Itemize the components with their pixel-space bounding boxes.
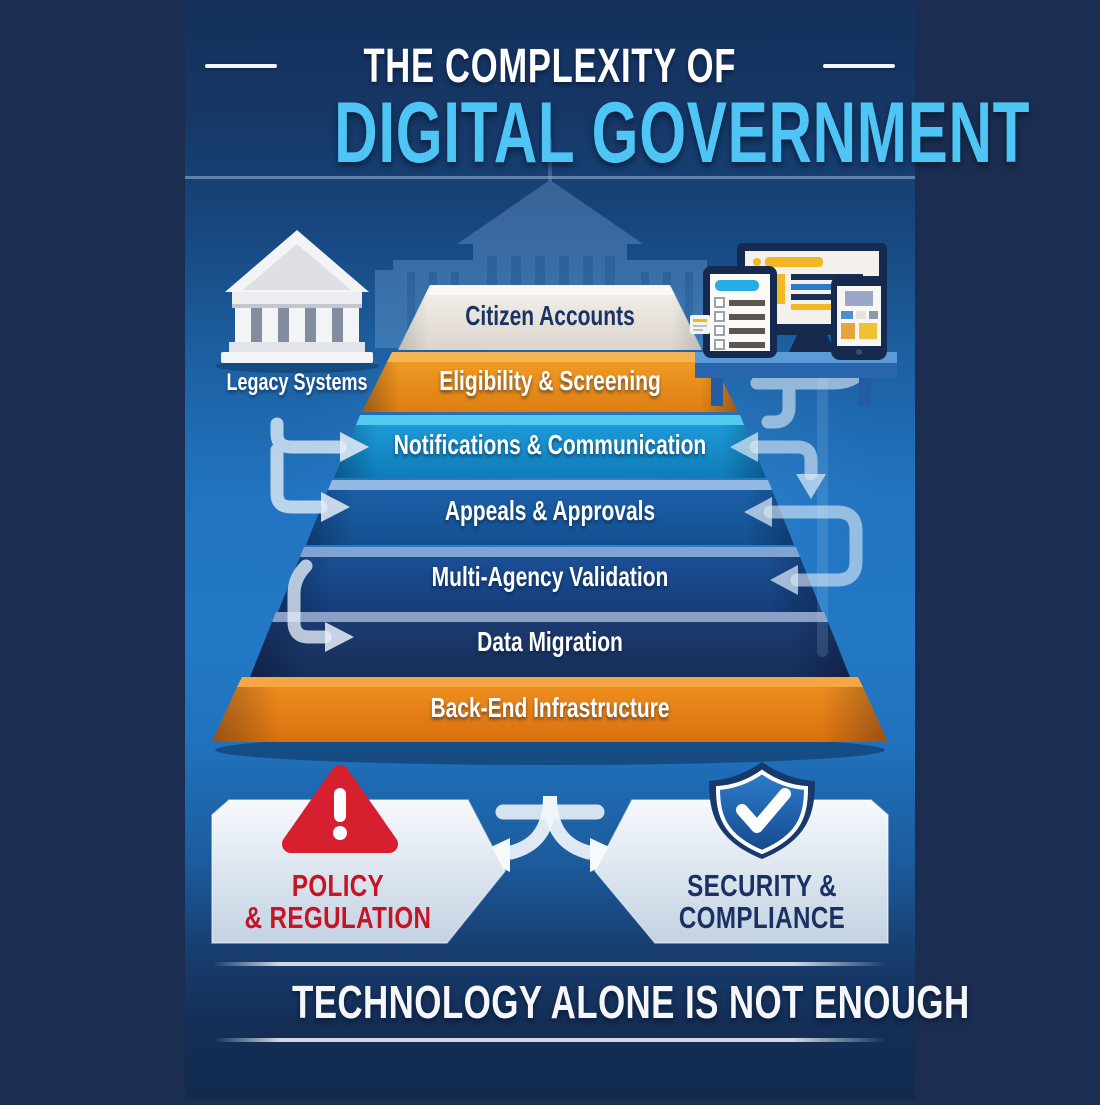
tablet-icon (703, 266, 777, 358)
pyramid-tier-back-end-infrastructure: Back-End Infrastructure (212, 677, 888, 742)
footer-tagline: TECHNOLOGY ALONE IS NOT ENOUGH (291, 976, 970, 1028)
tier-label: Appeals & Approvals (445, 496, 655, 527)
pyramid: Back-End Infrastructure Data Migration M… (212, 285, 888, 742)
shield-check-icon (709, 762, 815, 859)
tier-label: Notifications & Communication (394, 430, 706, 461)
pyramid-tier-eligibility-screening: Eligibility & Screening (362, 352, 738, 412)
infographic-poster: THE COMPLEXITY OF DIGITAL GOVERNMENT (185, 0, 1029, 1100)
right-flow-arrow-1 (749, 440, 818, 481)
pyramid-tier-appeals-approvals: Appeals & Approvals (306, 480, 794, 545)
tier-label: Multi-Agency Validation (432, 562, 669, 593)
left-flow-arrows (270, 417, 347, 644)
tier-label: Eligibility & Screening (439, 366, 661, 397)
legacy-systems-building-icon (215, 230, 379, 373)
left-flow-arrow-3 (287, 559, 332, 644)
page-title: DIGITAL GOVERNMENT (334, 85, 1031, 181)
kicker-left-line (205, 64, 278, 68)
footer-bottom-divider (213, 1038, 887, 1043)
pyramid-tier-notifications-communication: Notifications & Communication (334, 415, 766, 478)
title-kicker-row: THE COMPLEXITY OF (185, 40, 915, 93)
warning-triangle-icon (282, 765, 398, 853)
pyramid-tier-data-migration: Data Migration (250, 612, 850, 677)
security-card-line2: COMPLIANCE (679, 900, 845, 935)
footer-tagline-block: TECHNOLOGY ALONE IS NOT ENOUGH (185, 962, 969, 1043)
policy-card-line1: POLICY (292, 868, 384, 903)
tier-label: Back-End Infrastructure (430, 693, 669, 724)
title-kicker: THE COMPLEXITY OF (363, 39, 737, 93)
pyramid-tier-citizen-accounts: Citizen Accounts (398, 285, 702, 350)
tier-label: Citizen Accounts (465, 301, 634, 332)
footer-top-divider (213, 962, 887, 966)
pyramid-tier-multi-agency-validation: Multi-Agency Validation (278, 547, 822, 612)
device-shelf (695, 352, 897, 406)
legacy-systems-label: Legacy Systems (226, 370, 367, 396)
left-flow-arrowheads (321, 432, 369, 652)
tier-label: Data Migration (477, 627, 623, 658)
policy-regulation-card: POLICY & REGULATION (211, 765, 506, 944)
right-flow-curl (761, 376, 796, 429)
security-card-line1: SECURITY & (687, 868, 837, 903)
digital-devices-icon (690, 243, 897, 406)
right-flow-arrow-2 (763, 505, 863, 587)
security-compliance-card: SECURITY & COMPLIANCE (594, 762, 889, 944)
diagram-scene: Back-End Infrastructure Data Migration M… (185, 138, 915, 944)
policy-card-line2: & REGULATION (245, 900, 432, 935)
phone-icon (831, 276, 887, 360)
background-horizon-line (185, 176, 915, 179)
kicker-right-line (822, 64, 895, 68)
right-vertical-guide-line (817, 352, 828, 657)
left-flow-arrow-1 (270, 417, 347, 454)
left-flow-arrow-2 (270, 443, 328, 514)
mini-window-icon (690, 315, 710, 334)
title-block: THE COMPLEXITY OF DIGITAL GOVERNMENT (185, 40, 1029, 176)
